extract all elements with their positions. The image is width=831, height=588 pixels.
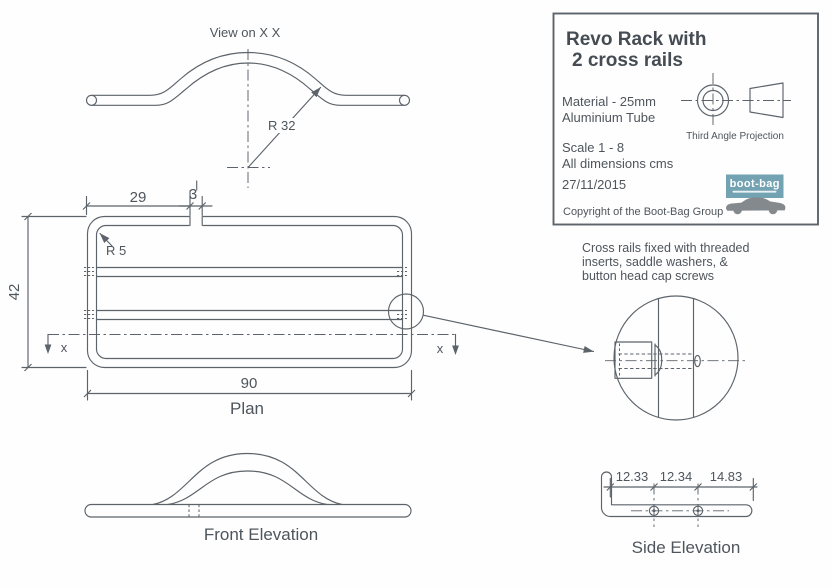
- detail-note-line1: Cross rails fixed with threaded: [582, 241, 749, 255]
- tube-top-contour: [91, 51, 405, 96]
- drawing-title-line2: 2 cross rails: [572, 50, 683, 71]
- detail-marker-circle: [387, 293, 425, 330]
- section-marker-right: x: [437, 341, 444, 356]
- rail1-end: [648, 505, 660, 516]
- cap-screw: [614, 341, 701, 379]
- side-elevation: 12.33 12.34 14.83 Side Elevation: [600, 469, 758, 557]
- drawing-title-line1: Revo Rack with: [566, 29, 706, 50]
- side-dimensions: 12.33 12.34 14.83: [603, 469, 758, 502]
- screw-nose: [654, 344, 663, 376]
- section-marker-left: x: [61, 340, 68, 355]
- screw-head: [614, 341, 653, 379]
- base-tube: [84, 503, 412, 518]
- detail-note-line3: button head cap screws: [582, 269, 714, 283]
- symbol-inner-circle: [702, 89, 724, 112]
- tube-end-left: [85, 94, 98, 106]
- dim-12-34: 12.34: [660, 469, 693, 484]
- dim-90-value: 90: [241, 375, 258, 392]
- radius-label: R 32: [268, 118, 295, 133]
- material-line2: Aluminium Tube: [562, 110, 655, 125]
- material-line1: Material - 25mm: [562, 94, 656, 109]
- drawing-date: 27/11/2015: [562, 177, 626, 192]
- dim-12-33: 12.33: [616, 469, 649, 484]
- arch-inner: [167, 470, 328, 506]
- front-elevation: Front Elevation: [84, 452, 412, 544]
- detail-view: Cross rails fixed with threaded inserts,…: [582, 241, 749, 421]
- section-line-xx: x x: [44, 333, 459, 356]
- plan-view: R 5 29 3 42: [6, 180, 595, 418]
- units-note: All dimensions cms: [562, 156, 674, 171]
- dim-3-value: 3: [189, 186, 197, 203]
- front-elevation-label: Front Elevation: [204, 525, 318, 544]
- rail2-end: [692, 505, 704, 516]
- dim-14-83: 14.83: [710, 469, 743, 484]
- frame-outer: [86, 215, 413, 369]
- title-block: Revo Rack with 2 cross rails Material - …: [552, 12, 819, 226]
- detail-note-line2: inserts, saddle washers, &: [582, 255, 729, 269]
- dimension-29: 29: [82, 189, 194, 217]
- symbol-outer-circle: [696, 84, 730, 117]
- projection-label: Third Angle Projection: [686, 131, 784, 142]
- scale-note: Scale 1 - 8: [562, 140, 624, 155]
- copyright-note: Copyright of the Boot-Bag Group: [563, 206, 723, 218]
- threaded-insert-marks: [84, 267, 407, 319]
- view-on-xx-label: View on X X: [210, 25, 281, 40]
- dimension-3: 3: [178, 180, 213, 217]
- dimension-42: 42: [6, 212, 87, 372]
- plan-label: Plan: [230, 399, 264, 418]
- boot-bag-logo: boot-bag: [726, 174, 786, 215]
- corner-radius-leader: [99, 232, 113, 247]
- rail1-center-dot: [652, 509, 656, 513]
- dim-29-value: 29: [130, 189, 147, 206]
- arch-outer: [152, 452, 343, 506]
- dimension-90: 90: [83, 369, 416, 401]
- logo-brand-text: boot-bag: [730, 178, 780, 190]
- gap-mask: [189, 215, 203, 227]
- tube-end-right: [398, 94, 411, 106]
- third-angle-projection-symbol: Third Angle Projection: [681, 73, 791, 142]
- symbol-cone: [749, 82, 784, 119]
- side-elevation-label: Side Elevation: [632, 538, 741, 557]
- car-silhouette: [726, 197, 786, 215]
- rail2-center-dot: [696, 509, 700, 513]
- l-tube-outline: [600, 471, 753, 518]
- label-mask: [262, 118, 304, 133]
- corner-radius-label: R 5: [106, 243, 126, 258]
- logo-tagline-mark: [732, 190, 777, 193]
- detail-leader-line: [422, 314, 595, 353]
- detail-circle: [613, 295, 739, 421]
- view-on-xx: View on X X R 32: [85, 25, 411, 188]
- dim-42-value: 42: [6, 284, 23, 301]
- title-block-border: [552, 12, 819, 226]
- frame-inner: [95, 224, 404, 360]
